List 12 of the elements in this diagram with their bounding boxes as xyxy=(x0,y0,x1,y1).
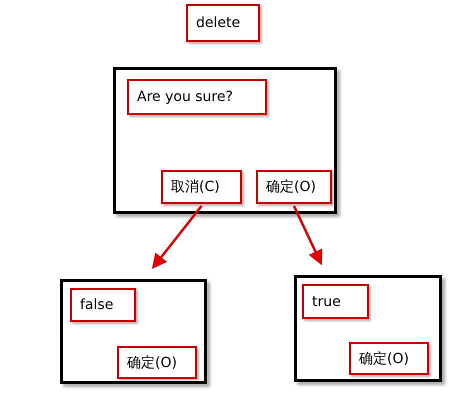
text-label: delete xyxy=(186,4,260,42)
window-frame xyxy=(113,67,337,214)
text-label: Are you sure? xyxy=(127,79,267,115)
text-label: false xyxy=(70,288,136,322)
text-label: 确定(O) xyxy=(117,346,197,379)
text-label: 确定(O) xyxy=(349,342,429,375)
text-label: 取消(C) xyxy=(161,170,242,204)
text-label: 确定(O) xyxy=(256,170,332,204)
window-frame xyxy=(60,279,207,384)
window-frame xyxy=(294,275,442,382)
arrow xyxy=(152,205,202,269)
text-label: true xyxy=(302,284,369,319)
